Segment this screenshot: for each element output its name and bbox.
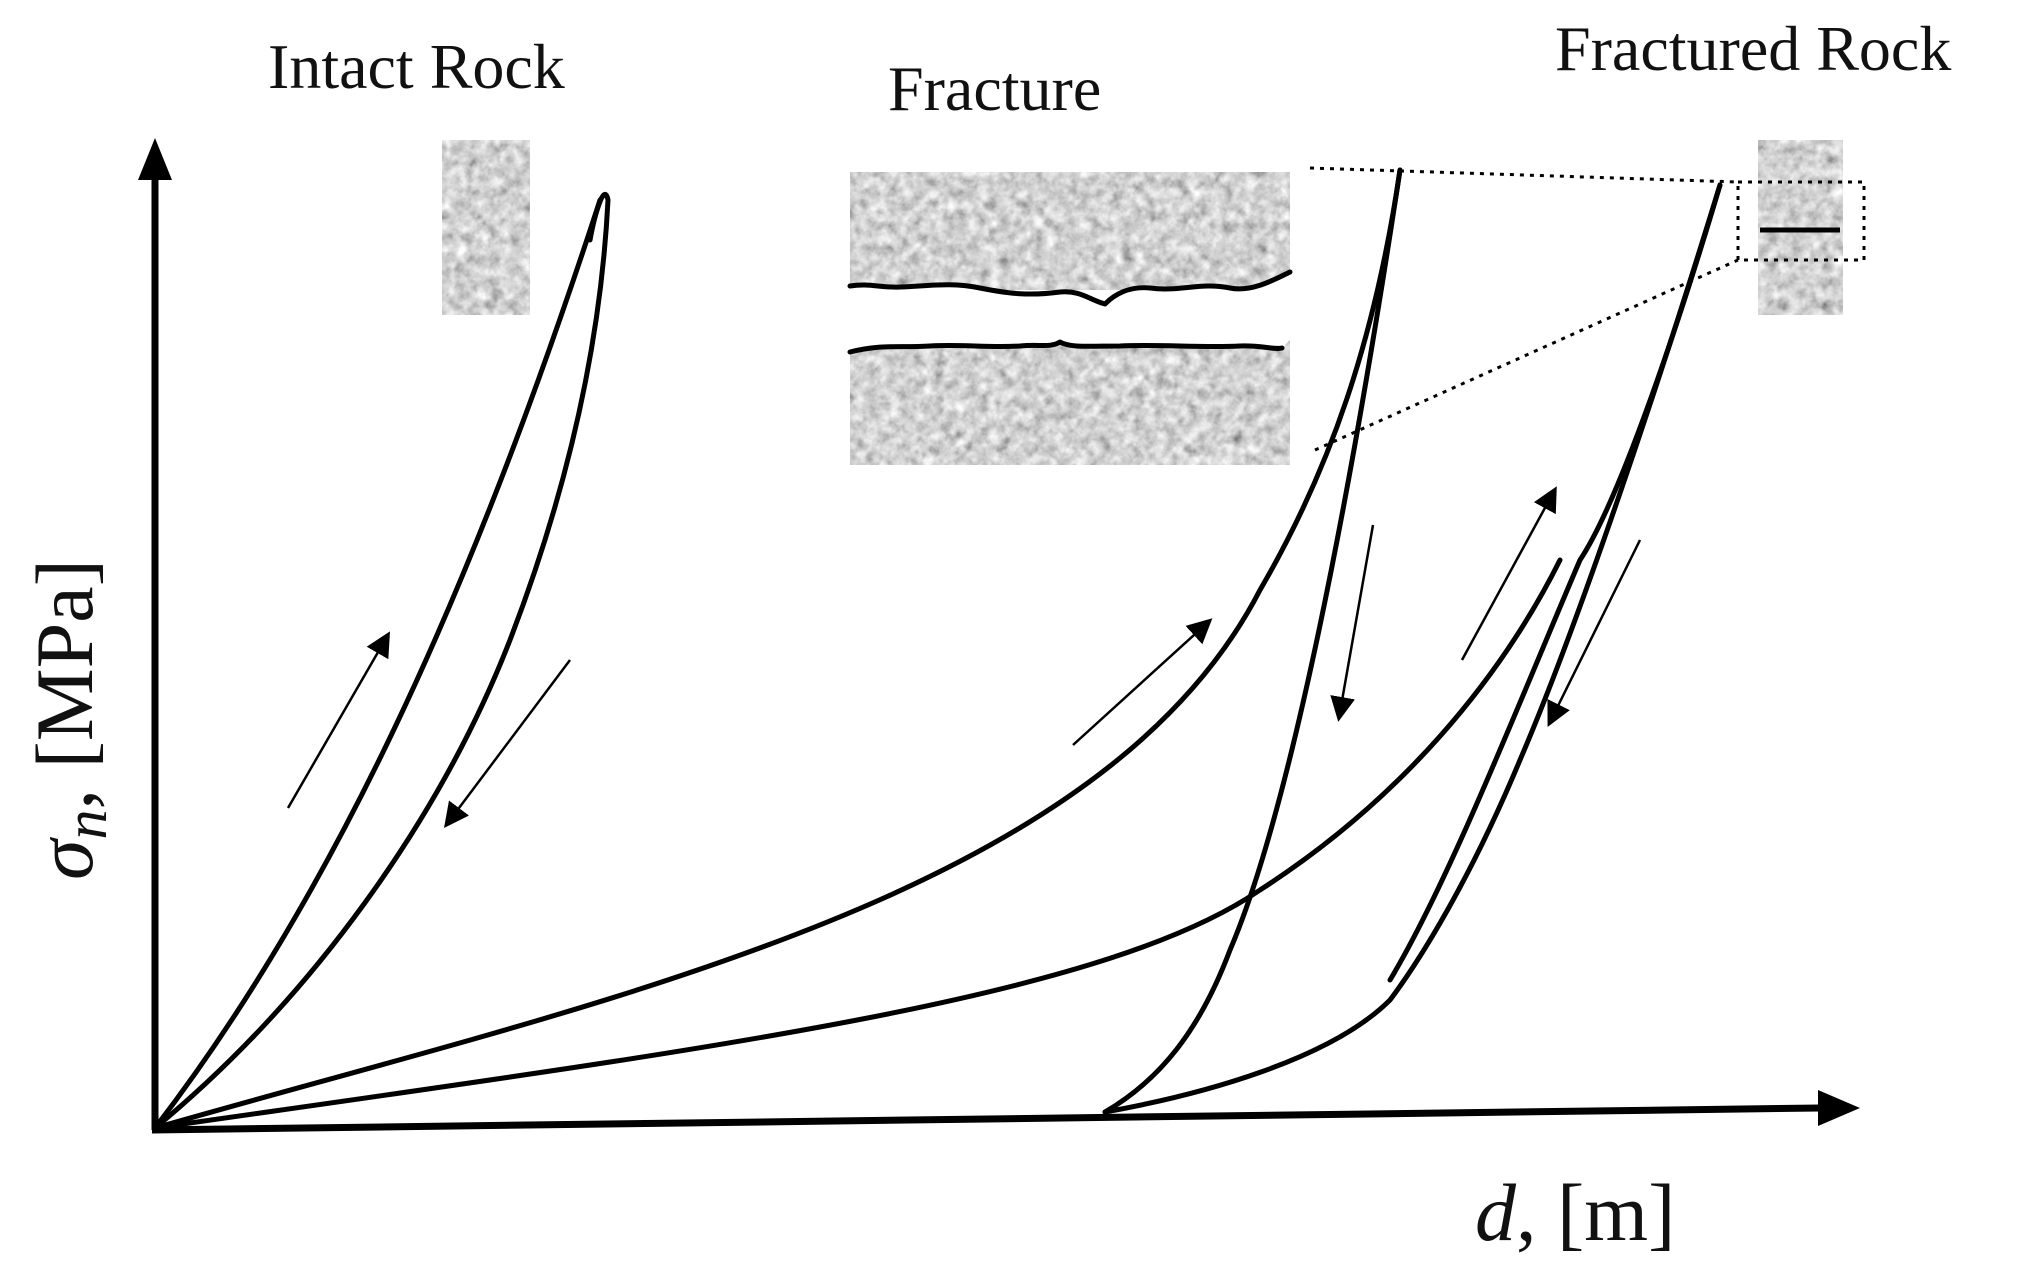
intact-rock-sample xyxy=(442,140,530,315)
fracture-lower-surface xyxy=(847,339,1285,355)
zoom-line-bottom xyxy=(1314,258,1739,452)
fracture-upper-block xyxy=(850,172,1290,290)
fracture-loading-arrow xyxy=(1072,618,1213,746)
fractured-unloading-arrow xyxy=(1547,539,1642,727)
fractured-rock-label: Fractured Rock xyxy=(1555,13,1951,84)
intact-unloading-curve xyxy=(152,191,611,1131)
fracture-label: Fracture xyxy=(888,53,1101,124)
y-axis-symbol: σ xyxy=(19,836,110,880)
x-axis-arrowhead xyxy=(1818,1090,1860,1126)
fracture-curve xyxy=(152,167,1563,1131)
fracture-loading-curve xyxy=(152,167,1403,1131)
y-axis-unit: , [MPa] xyxy=(19,559,110,810)
zoom-line-top xyxy=(1309,166,1739,184)
y-axis-arrowhead xyxy=(138,138,172,180)
fracture-lower-block xyxy=(850,340,1290,465)
x-axis-unit: , [m] xyxy=(1516,1167,1675,1258)
fractured-rock-sample xyxy=(1736,140,1866,315)
fracture-lower-gap xyxy=(850,340,1290,352)
y-axis-label: σn, [MPa] xyxy=(19,559,119,880)
intact-rock-label: Intact Rock xyxy=(268,31,565,102)
intact-unloading-arrow xyxy=(444,659,571,828)
fractured-rock-zoom-box xyxy=(1736,180,1866,262)
intact-loading-curve xyxy=(152,197,603,1131)
fractured-loading-curve xyxy=(1387,182,1723,983)
fractured-unloading-curve xyxy=(1102,182,1723,1115)
fracture-upper-surface xyxy=(847,269,1293,307)
x-axis xyxy=(151,1104,1821,1134)
fracture-sample xyxy=(847,172,1293,465)
fracture-unloading-curve xyxy=(1102,167,1403,1115)
direction-arrows xyxy=(286,486,1642,828)
x-axis-symbol: d xyxy=(1475,1167,1517,1258)
fracture-reloading-curve xyxy=(152,557,1563,1131)
fractured-loading-arrow xyxy=(1460,486,1557,661)
intact-loading-arrow xyxy=(286,631,391,809)
axes xyxy=(138,138,1860,1134)
intact-rock-curve xyxy=(152,191,611,1131)
fracture-unloading-arrow xyxy=(1330,524,1375,722)
x-axis-label: d, [m] xyxy=(1475,1167,1675,1258)
fractured-rock-curve xyxy=(1102,182,1723,1115)
y-axis-subscript: n xyxy=(53,810,119,840)
